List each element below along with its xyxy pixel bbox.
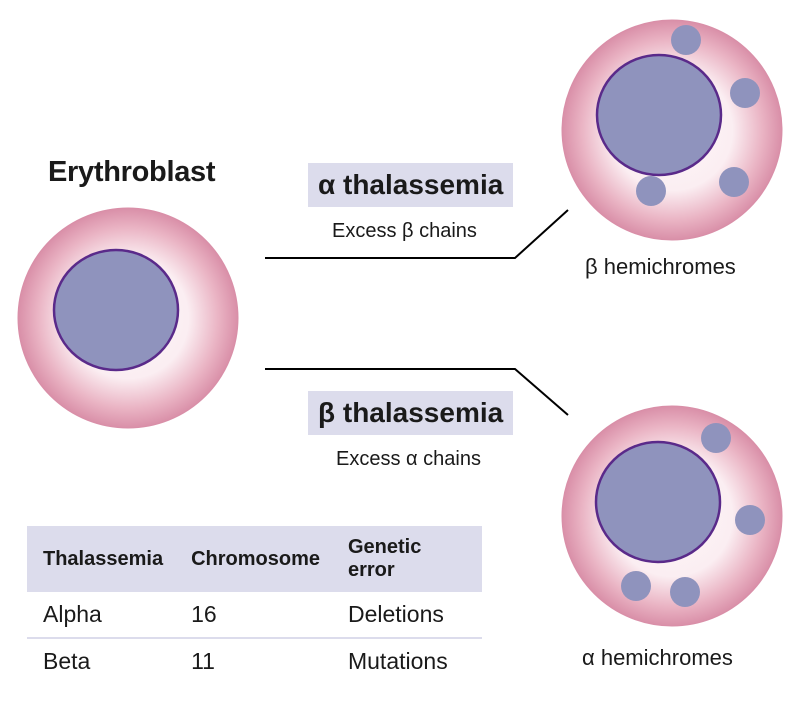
connector-line-beta (265, 368, 569, 416)
alpha-thalassemia-label: α thalassemia (308, 163, 514, 207)
hemichrome-inclusion (671, 25, 701, 55)
table-cell: Mutations (347, 648, 448, 674)
hemichrome-inclusion (636, 176, 666, 206)
table-header: Thalassemia (27, 526, 176, 592)
hemichrome-inclusion (730, 78, 760, 108)
beta-thalassemia-subtitle: Excess α chains (336, 448, 481, 470)
hemichrome-inclusion (701, 423, 731, 453)
beta-thalassemia-label: β thalassemia (308, 391, 514, 435)
hemichrome-inclusion (719, 167, 749, 197)
thalassemia-table: Thalassemia Chromosome Genetic error Alp… (27, 526, 482, 684)
beta-cell-nucleus (595, 53, 723, 177)
table-cell: Alpha (27, 592, 176, 639)
beta-hemichromes-cell (561, 19, 783, 241)
hemichrome-inclusion (735, 505, 765, 535)
hemichrome-inclusion (670, 577, 700, 607)
table-cell: Beta (43, 648, 91, 674)
table-row: Alpha 16 Deletions (27, 592, 482, 639)
table-cell: 11 (191, 648, 215, 674)
hemichrome-inclusion (621, 571, 651, 601)
table-cell: 16 (175, 592, 332, 639)
connector-line-alpha (265, 209, 569, 259)
erythroblast-nucleus (52, 248, 180, 372)
erythroblast-cell (17, 207, 239, 429)
erythroblast-title: Erythroblast (48, 156, 216, 188)
table-header: Genetic error (331, 526, 482, 592)
alpha-hemichromes-label: α hemichromes (582, 645, 733, 670)
table-header-row: Thalassemia Chromosome Genetic error (27, 526, 482, 592)
alpha-thalassemia-subtitle: Excess β chains (332, 220, 477, 242)
alpha-hemichromes-cell (561, 405, 783, 627)
beta-hemichromes-label: β hemichromes (585, 254, 736, 279)
alpha-cell-nucleus (594, 440, 722, 564)
table-row: Beta 11 Mutations (27, 638, 482, 684)
table-header: Chromosome (175, 526, 332, 592)
table-cell: Deletions (331, 592, 482, 639)
